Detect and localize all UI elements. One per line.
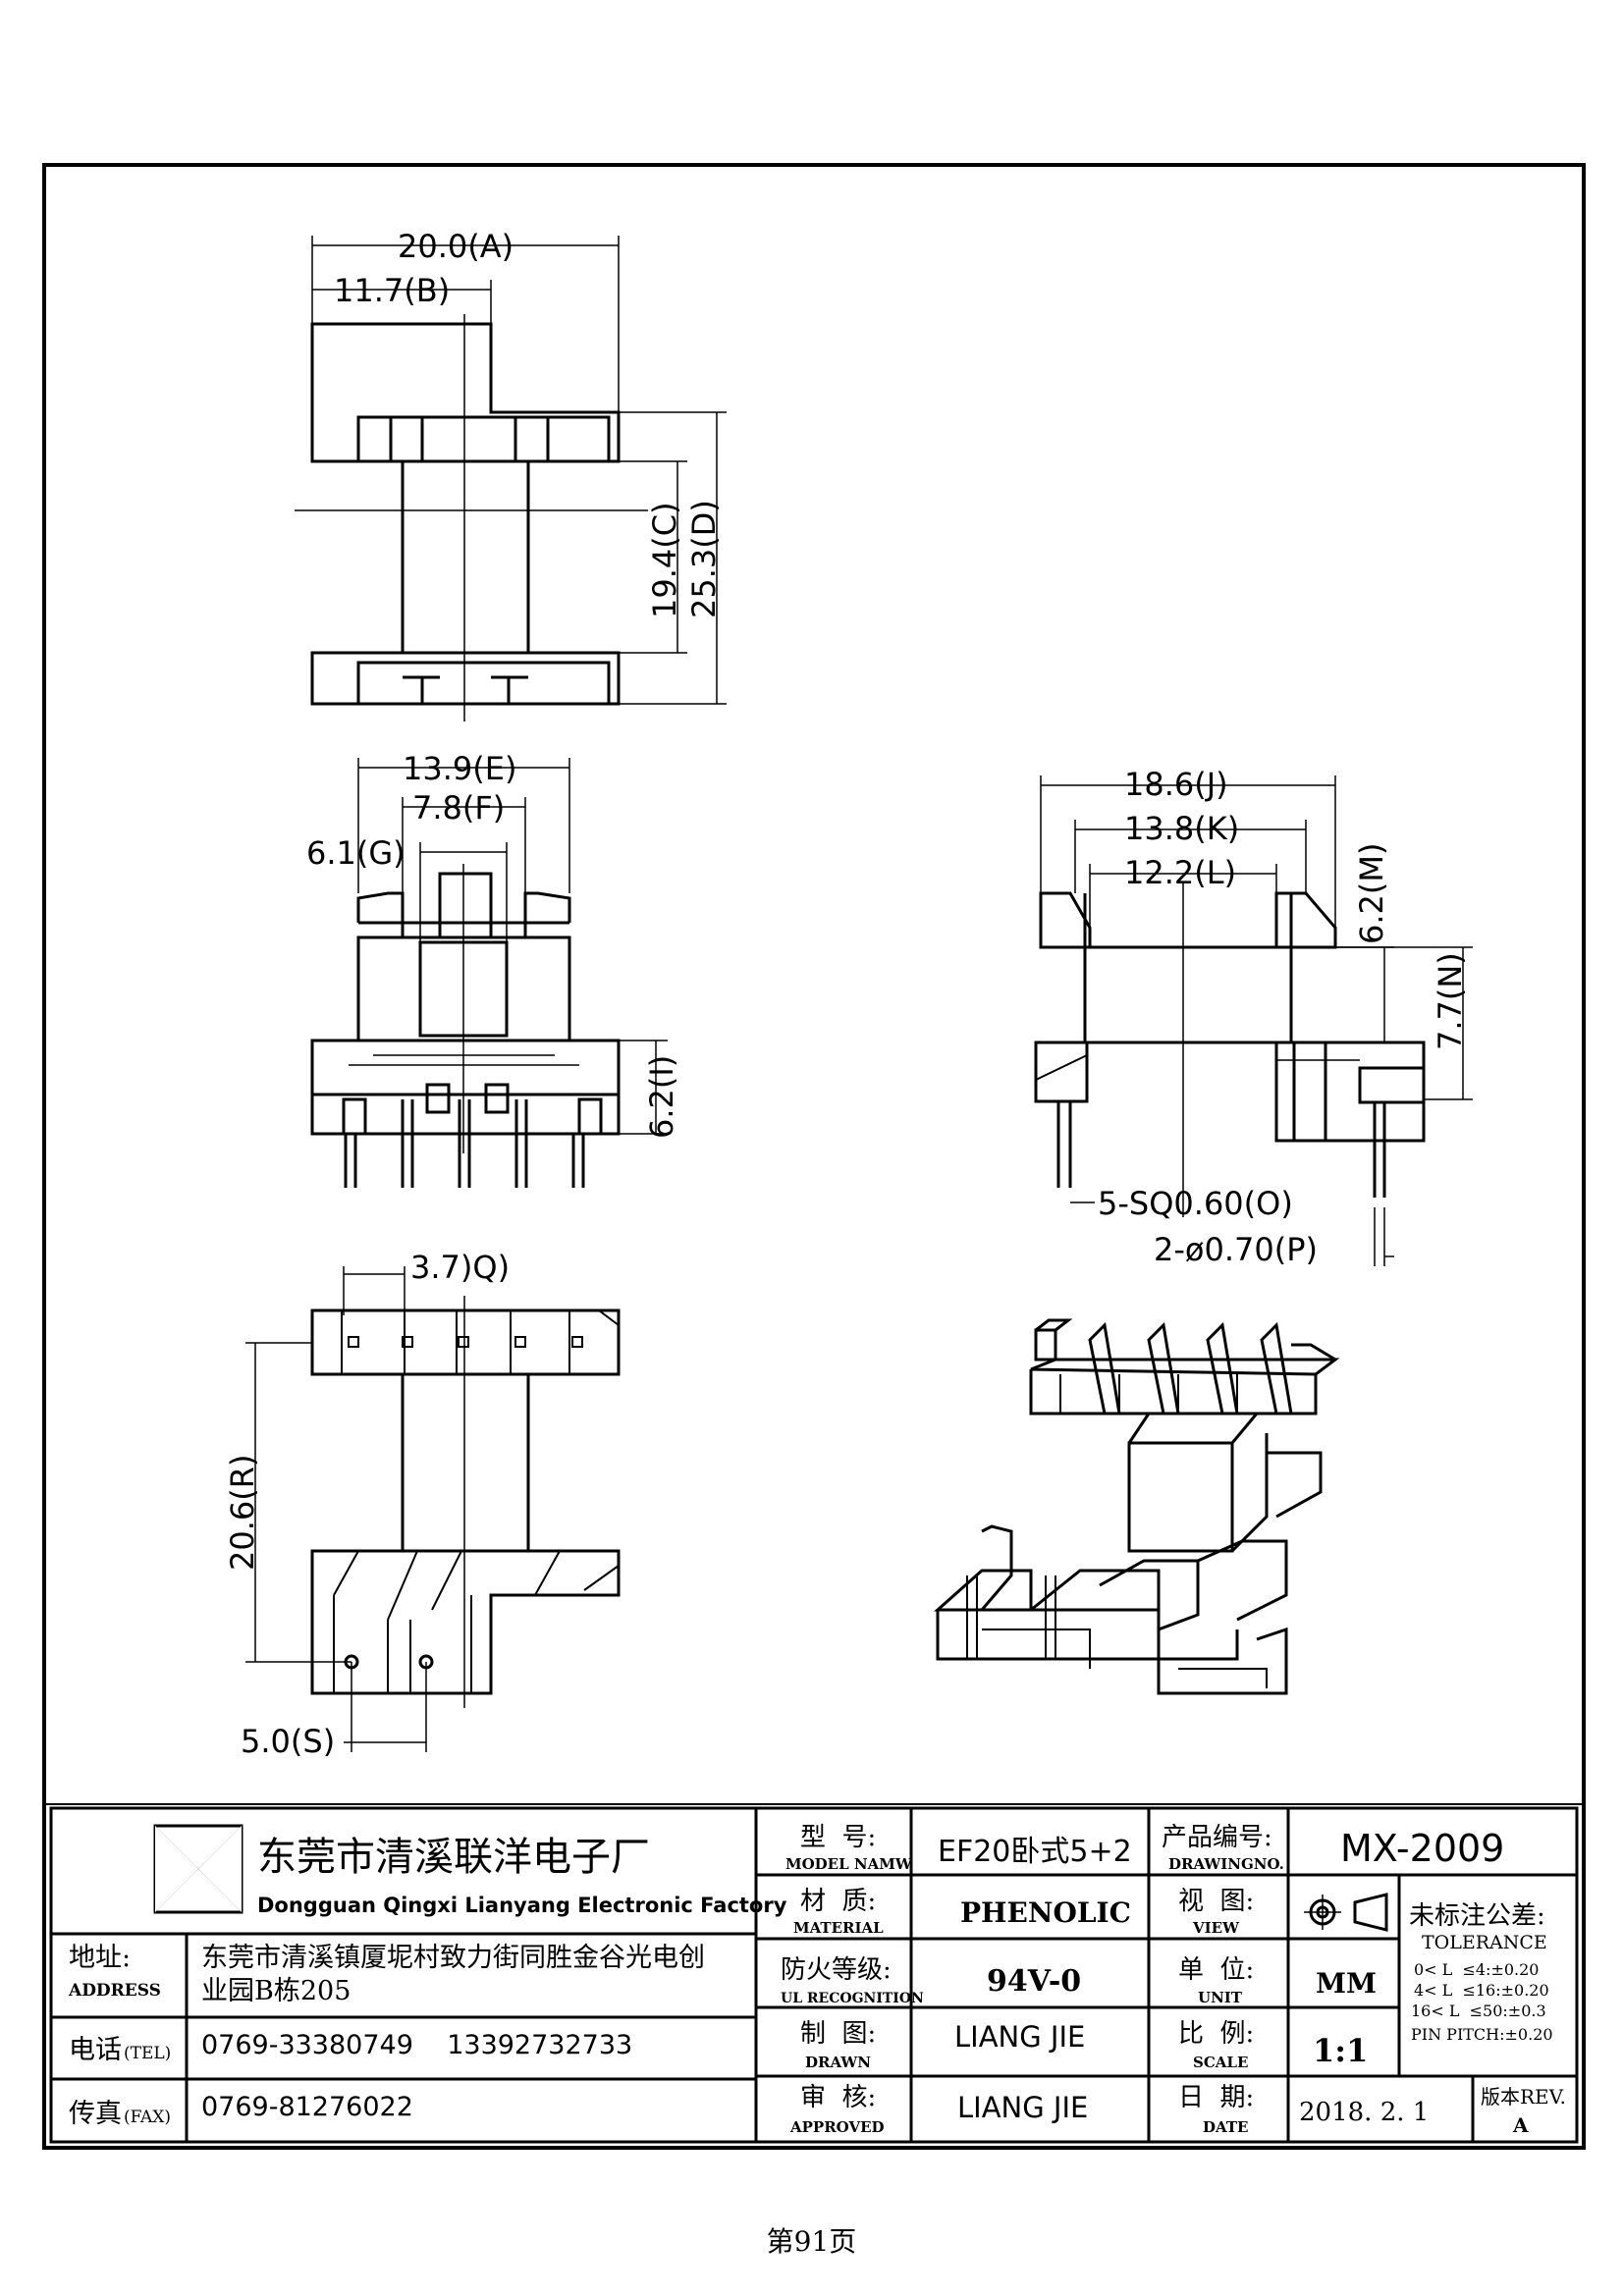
tolerance-line-2: 4< L ≤16:±0.20: [1414, 1981, 1549, 2000]
rev-label: 版本REV.: [1481, 2085, 1566, 2109]
drawing-no-label-cn: 产品编号:: [1162, 1823, 1272, 1852]
view-label-en: VIEW: [1192, 1919, 1240, 1937]
view-label-cn: 视 图:: [1178, 1887, 1254, 1916]
drawn-value: LIANG JIE: [954, 2020, 1085, 2054]
dim-B: 11.7(B): [334, 272, 450, 309]
approved-value: LIANG JIE: [957, 2091, 1088, 2124]
tel-value: 0769-33380749 13392732733: [201, 2030, 632, 2060]
tolerance-label-en: TOLERANCE: [1422, 1932, 1547, 1953]
ul-label-en: UL RECOGNITION: [781, 1991, 924, 2006]
model-label-cn: 型 号:: [800, 1823, 876, 1852]
isometric-view: [934, 1318, 1340, 1695]
drawn-label-cn: 制 图:: [800, 2019, 876, 2049]
tolerance-line-4: PIN PITCH:±0.20: [1411, 2025, 1553, 2044]
top-view: [295, 236, 727, 721]
drawing-no-value: MX-2009: [1340, 1827, 1504, 1870]
date-label-cn: 日 期:: [1178, 2083, 1254, 2112]
scale-value: 1:1: [1313, 2032, 1368, 2069]
tel-label-en: (TEL): [124, 2044, 171, 2063]
date-label-en: DATE: [1203, 2118, 1248, 2136]
ul-value: 94V-0: [987, 1964, 1081, 1999]
dim-E: 13.9(E): [403, 750, 516, 787]
fax-label-cn: 传真: [69, 2099, 122, 2129]
title-block: [43, 1803, 1585, 2149]
dim-Q: 3.7)Q): [410, 1249, 510, 1286]
dim-A: 20.0(A): [398, 228, 514, 265]
dim-C: 19.4(C): [646, 502, 683, 618]
drawn-label-en: DRAWN: [805, 2054, 871, 2071]
tel-label-cn: 电话: [69, 2035, 122, 2065]
ul-label-cn: 防火等级:: [781, 1955, 892, 1985]
dim-F: 7.8(F): [412, 789, 505, 827]
dim-N: 7.7(N): [1432, 952, 1469, 1050]
material-label-cn: 材 质:: [800, 1887, 876, 1916]
address-label-en: ADDRESS: [68, 1981, 161, 2001]
company-name-cn: 东莞市清溪联洋电子厂: [257, 1835, 650, 1880]
dim-G: 6.1(G): [306, 834, 406, 872]
company-name-en: Dongguan Qingxi Lianyang Electronic Fact…: [257, 1894, 787, 1917]
dim-M: 6.2(M): [1353, 843, 1390, 944]
page-number: 第91页: [766, 2225, 857, 2258]
model-label-en: MODEL NAMW: [785, 1855, 913, 1873]
tolerance-line-1: 0< L ≤4:±0.20: [1414, 1960, 1539, 1979]
approved-label-en: APPROVED: [789, 2118, 885, 2136]
drawing-no-label-en: DRAWINGNO.: [1168, 1855, 1284, 1873]
dim-O: 5-SQ0.60(O): [1098, 1185, 1293, 1222]
material-label-en: MATERIAL: [793, 1919, 884, 1937]
dim-S: 5.0(S): [241, 1723, 335, 1760]
dim-L: 12.2(L): [1124, 854, 1236, 891]
bottom-view: [245, 1266, 621, 1752]
dim-K: 13.8(K): [1124, 810, 1239, 847]
tolerance-line-3: 16< L ≤50:±0.3: [1411, 2002, 1546, 2020]
model-value: EF20卧式5+2: [938, 1835, 1132, 1869]
unit-label-cn: 单 位:: [1178, 1955, 1254, 1985]
address-line-1: 东莞市清溪镇厦坭村致力街同胜金谷光电创: [201, 1943, 705, 1973]
tolerance-label-cn: 未标注公差:: [1409, 1901, 1545, 1931]
side-view: [1034, 775, 1473, 1266]
approved-label-cn: 审 核:: [800, 2083, 876, 2112]
date-value: 2018. 2. 1: [1299, 2098, 1429, 2127]
dim-I: 6.2(I): [643, 1055, 680, 1139]
dim-D: 25.3(D): [685, 500, 723, 618]
material-value: PHENOLIC: [960, 1896, 1131, 1929]
fax-value: 0769-81276022: [201, 2092, 413, 2122]
dim-P: 2-ø0.70(P): [1154, 1231, 1318, 1268]
unit-label-en: UNIT: [1198, 1989, 1243, 2006]
dim-J: 18.6(J): [1124, 766, 1228, 803]
front-view: [310, 758, 668, 1188]
dim-R: 20.6(R): [224, 1455, 261, 1571]
address-label-cn: 地址:: [69, 1943, 131, 1973]
rev-value: A: [1512, 2113, 1529, 2137]
address-line-2: 业园B栋205: [201, 1976, 351, 2006]
unit-value: MM: [1316, 1967, 1377, 2000]
fax-label-en: (FAX): [124, 2108, 171, 2127]
scale-label-en: SCALE: [1193, 2054, 1248, 2071]
scale-label-cn: 比 例:: [1178, 2019, 1254, 2049]
